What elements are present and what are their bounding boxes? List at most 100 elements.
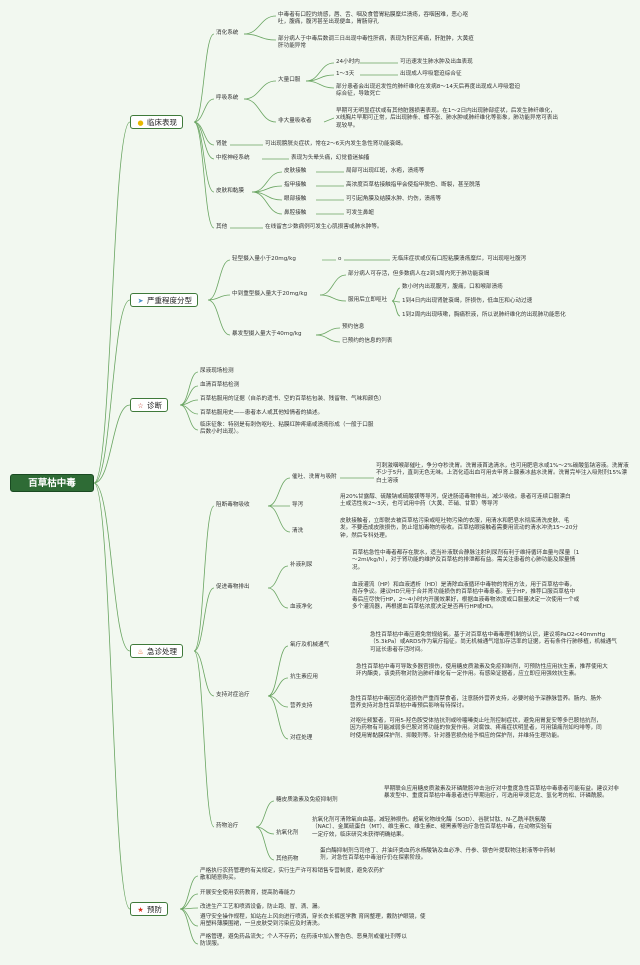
connector-clinical-0 (193, 33, 215, 123)
branch-diagnosis[interactable]: ☆诊断 (130, 398, 168, 412)
connector-skin-3 (251, 191, 283, 215)
elim-k-0: 补液利尿 (290, 562, 313, 568)
connector-dig-1 (243, 15, 277, 35)
moderate-step-2: 1到2周内出现咳嗽，胸痛积液，所以说肺纤维化的出现肺功能恶化 (402, 312, 566, 318)
branch-clinical[interactable]: ●临床表现 (130, 115, 183, 129)
connector-support-2 (267, 695, 289, 708)
elim-k-1: 血液净化 (290, 604, 313, 610)
mild-mark: o (338, 256, 342, 262)
skin-v-2: 可引起角膜及结膜水肿、灼伤，溃疡等 (346, 196, 442, 202)
node-mild[interactable]: 轻型摄入量小于20mg/kg (232, 256, 296, 262)
text-digestive-2: 部分病人于中毒后数调三日出现中毒性肝病，表现为肝区疼痛，肝脏肿，大黄疸肝功能异常 (278, 36, 474, 50)
moderate-note-2: 服用后立即呕吐 (348, 297, 388, 303)
diag-item-0: 尿液现场检测 (200, 368, 234, 374)
node-other[interactable]: 其他 (216, 224, 228, 230)
diag-item-4: 临床征象：特别是有刺伤呕吐、粘膜红肿疼痛或溃疡形成（一般于口服后数小时出现）。 (200, 422, 374, 436)
branch-severity[interactable]: ➤严重程度分型 (130, 293, 198, 307)
node-drugs[interactable]: 药物治疗 (216, 823, 239, 829)
connector-drugs-2 (255, 826, 275, 861)
node-large-oral[interactable]: 大量口服 (278, 77, 301, 83)
text-kidney: 可出现膀胱炎症状，常在2～6天内发生急性肾功能衰竭。 (265, 141, 407, 147)
fatal-note-1: 预约信息 (342, 324, 365, 330)
support-k-2: 营养支持 (290, 703, 313, 709)
diag-item-2: 百草枯服用的证据（自杀的遗书、空的百草枯包装、残留物、气味和颜色） (200, 396, 385, 402)
connector-prev-4 (179, 908, 199, 945)
block-k-2: 清洗 (292, 528, 304, 534)
connector-severity-2 (207, 299, 231, 336)
connector-clinical-5 (193, 121, 215, 229)
elim-v-0: 百草枯急性中毒者都存在脱水，适当补液联合静脉注射利尿剂有利于维持循环血量与尿量（… (352, 550, 580, 571)
connector-clinical-4 (193, 121, 215, 193)
connector-resp-large (243, 80, 277, 100)
connector-clinical-1 (193, 98, 215, 123)
node-moderate[interactable]: 中到重型摄入量大于20mg/kg (232, 291, 308, 297)
connector-fatal-1 (315, 327, 341, 336)
drugs-k-2: 其他药物 (276, 856, 299, 862)
prev-item-1: 开展安全使用农药教育，提高防毒能力 (200, 890, 296, 896)
node-small-absorb[interactable]: 非大量吸收者 (278, 118, 312, 124)
skin-k-3: 鼻腔接触 (284, 210, 307, 216)
resp-sub2-text: 出现成人呼吸窘迫综合征 (400, 71, 462, 77)
node-elim[interactable]: 促进毒物排出 (216, 584, 250, 590)
branch-treatment[interactable]: ♨急诊处理 (130, 644, 183, 658)
connector-root-1 (93, 299, 131, 484)
block-v-1: 用20%甘露醇、硫酸钠或硫酸镁等导泻，促进肠道毒物排出，减少吸收。患者可连续口服… (340, 494, 571, 508)
block-v-0: 可刺激咽喉部催吐，争分夺秒洗胃。洗胃液首选清水，也可用肥皂水或1%～2%碳酸氢钠… (376, 463, 629, 484)
branch-prevention[interactable]: ★预防 (130, 902, 168, 916)
node-digestive[interactable]: 消化系统 (216, 30, 239, 36)
connector-prev-3 (179, 908, 199, 927)
skin-v-1: 高浓度百草枯接触指甲会使指甲脱色、断裂，甚至脱落 (346, 182, 481, 188)
connector-treat-1 (193, 587, 215, 652)
connector-support-1 (267, 677, 289, 697)
node-respiratory[interactable]: 呼吸系统 (216, 95, 239, 101)
resp-small-text: 早期可无明显症状或有其他脏器损害表现。在1～2日内出现肺部症状，后发生肺纤维化，… (336, 108, 558, 129)
connector-drugs-0 (255, 800, 275, 828)
prev-item-2: 改进生产工艺和喷洒设备，防止跑、冒、滴、漏。 (200, 904, 324, 910)
connector-treat-2 (193, 650, 215, 697)
moderate-step-1: 1到4日内出现肾脏衰竭，肝损伤，低血压和心动过速 (402, 298, 533, 304)
connector-mod-step-0 (391, 287, 401, 302)
node-fatal[interactable]: 暴发型摄入量大于40mg/kg (232, 331, 302, 337)
root-topic[interactable]: 百草枯中毒 (10, 474, 94, 492)
connector-fatal-2 (315, 334, 341, 343)
connector-skin-0 (251, 171, 283, 193)
connector-block-0 (267, 477, 291, 507)
node-skin[interactable]: 皮肤和黏膜 (216, 188, 244, 194)
connector-mod-1 (319, 274, 347, 296)
node-nervous[interactable]: 中枢神经系统 (216, 155, 250, 161)
connector-prev-0 (179, 875, 199, 910)
drugs-v-2: 蛋白酶抑制剂乌司他丁、井油环类血药水杨酸钠及血必净、丹参、银杏叶提取物注射液等中… (320, 848, 555, 862)
resp-sub1-time: 24小时内 (336, 59, 360, 65)
elim-v-1: 血液灌流（HP）和血液透析（HD）是清除血液循环中毒物的常用方法，用于百草枯中毒… (352, 582, 580, 611)
resp-sub2-time: 1～3天 (336, 71, 355, 77)
resp-large-note: 部分患者会出现迟发性的肺纤维化在发病8～14天后再度出现成人呼吸窘迫综合征，导致… (336, 84, 521, 98)
support-k-1: 抗生素应用 (290, 674, 318, 680)
connector-root-0 (93, 121, 131, 484)
support-v-2: 急性百草枯中毒因消化道损伤严重而禁食者，注意肠外营养支持，必要时给予深静脉营养。… (350, 696, 602, 710)
star-outline-icon: ☆ (137, 402, 144, 410)
support-v-0: 急性百草枯中毒应避免常规给氧。基于对百草枯中毒毒理机制的认识，建议将PaO2<4… (370, 632, 617, 653)
node-kidney[interactable]: 肾脏 (216, 141, 228, 147)
connector-prev-1 (179, 893, 199, 910)
drugs-v-0: 早期联合应用糖皮质激素及环磷酰胺冲击治疗对中重度急性百草枯中毒患者可能有益。建议… (384, 786, 619, 800)
node-support[interactable]: 支持对症治疗 (216, 692, 250, 698)
skin-k-1: 指甲接触 (284, 182, 307, 188)
star-filled-icon: ★ (137, 906, 144, 914)
paper-plane-icon: ➤ (137, 297, 144, 305)
connector-severity-1 (207, 294, 231, 301)
node-block[interactable]: 阻断毒物吸收 (216, 502, 250, 508)
drugs-k-1: 抗氧化剂 (276, 830, 299, 836)
fatal-note-2: 已预约的信息的列表 (342, 338, 393, 344)
prev-item-4: 严格管理，避免药品流失；个人不存药；在药液中加入警告色、恶臭剂或催吐剂等以防误服… (200, 934, 407, 948)
support-k-3: 对症处理 (290, 735, 313, 741)
connector-root-2 (93, 404, 131, 484)
connector-elim-1 (267, 587, 289, 609)
connector-clinical-3 (193, 121, 215, 160)
connector-dig-2 (243, 33, 277, 41)
text-digestive-1: 中毒者有口腔灼烧感，唇、舌、咽及食管胃粘膜糜烂溃疡，吞咽困难，恶心呕吐，腹痛，腹… (278, 12, 469, 26)
connector-mod-2 (319, 294, 347, 302)
skin-k-2: 眼部接触 (284, 196, 307, 202)
connector-support-3 (267, 695, 289, 740)
moderate-note-1: 部分病人可存活，但多数病人在2到3周内死于肺功能衰竭 (348, 271, 490, 277)
